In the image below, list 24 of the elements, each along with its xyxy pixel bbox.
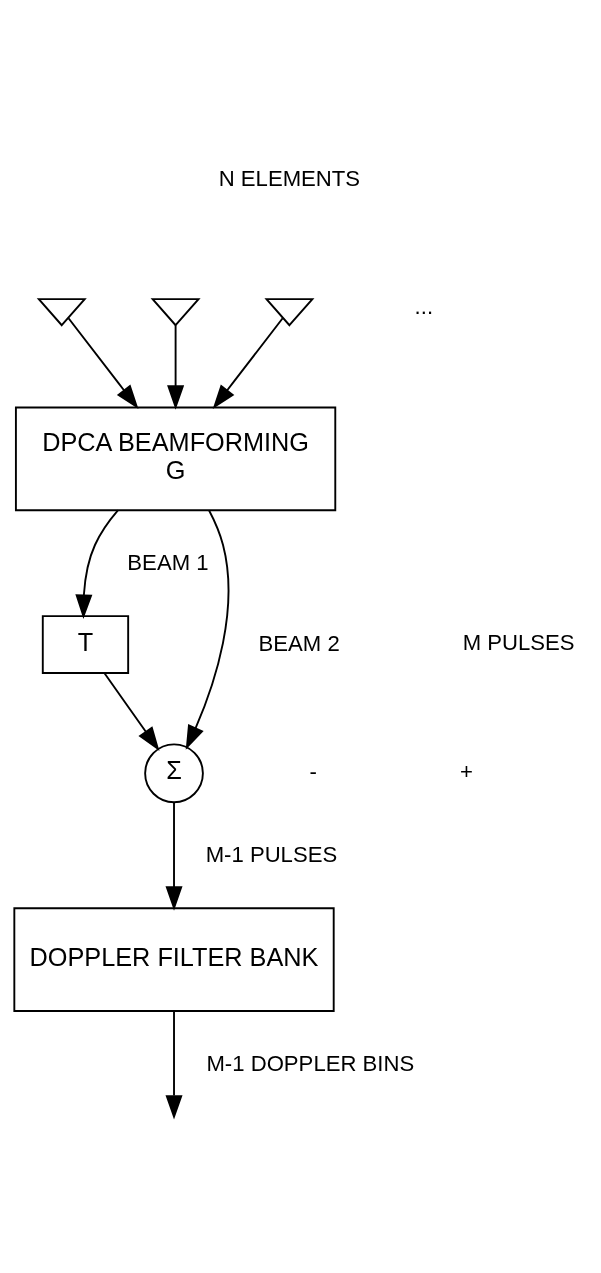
arrow xyxy=(212,316,284,409)
edge-label: M-1 DOPPLER BINS xyxy=(206,1050,415,1076)
node-circle: Σ xyxy=(144,742,204,803)
label: M PULSES xyxy=(462,629,575,655)
arrow xyxy=(75,509,119,619)
edge-label: M-1 PULSES xyxy=(205,841,338,867)
label: ... xyxy=(414,293,434,319)
node-box: DPCA BEAMFORMING G xyxy=(14,406,337,511)
node-triangle xyxy=(36,297,87,327)
edge-label: BEAM 1 xyxy=(127,549,209,575)
label: N ELEMENTS xyxy=(218,165,361,191)
arrow xyxy=(185,509,230,750)
label: + xyxy=(460,758,473,784)
arrow xyxy=(103,672,160,751)
label: - xyxy=(309,758,317,784)
arrow xyxy=(165,1009,183,1120)
arrow xyxy=(67,316,139,409)
arrow xyxy=(167,323,185,410)
node-box: T xyxy=(41,614,130,674)
node-triangle xyxy=(150,297,201,327)
node-triangle xyxy=(264,297,315,327)
edge-label: BEAM 2 xyxy=(258,630,340,656)
node-box: DOPPLER FILTER BANK xyxy=(13,906,335,1012)
arrow xyxy=(165,801,183,911)
